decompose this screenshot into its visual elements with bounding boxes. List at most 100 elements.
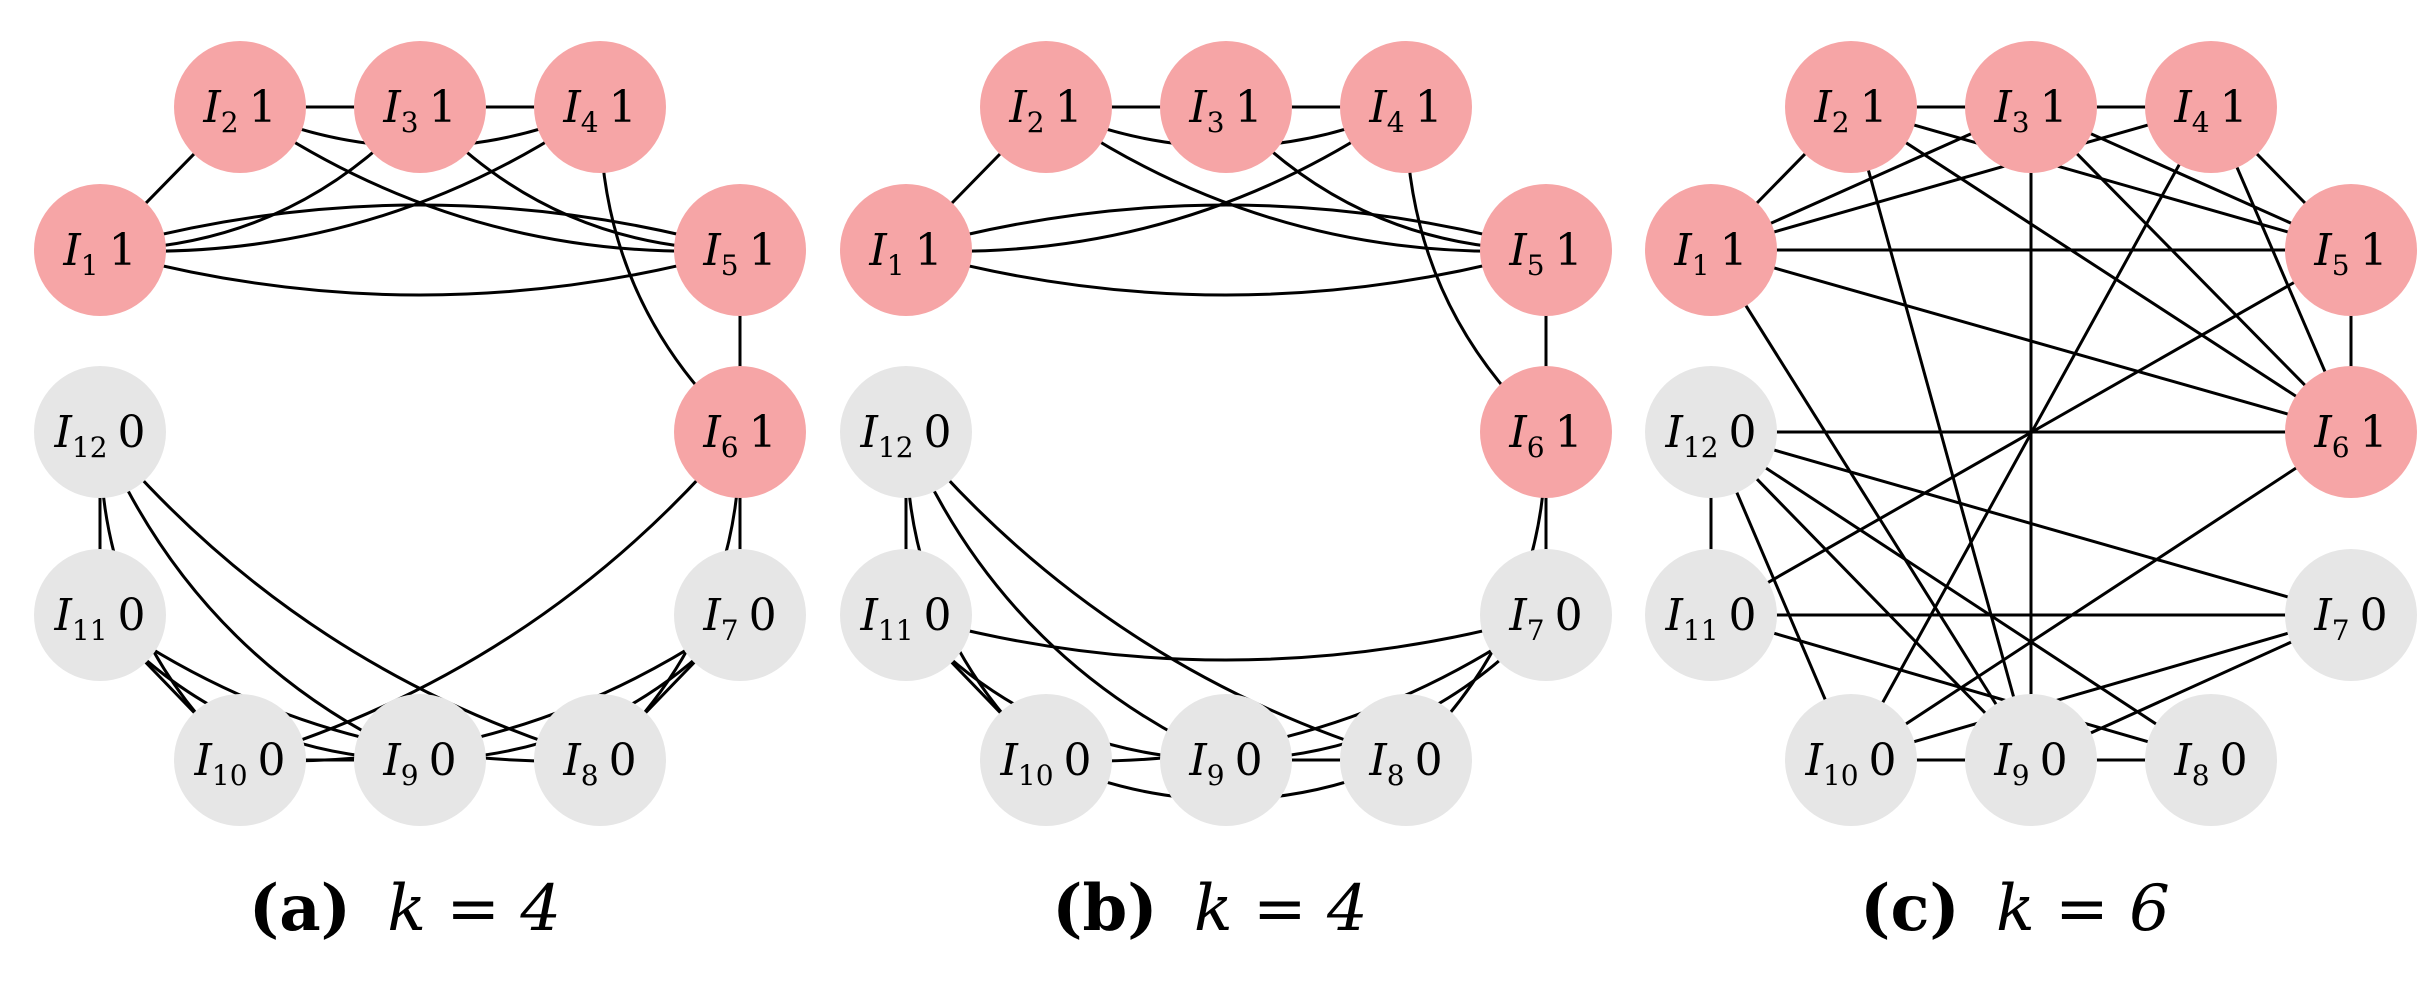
node-subscript: 2 — [1832, 106, 1850, 139]
node-value: 0 — [1869, 735, 1897, 786]
panel-c-edges — [1709, 105, 2353, 762]
node-letter: I — [382, 82, 402, 133]
panel-b-node-2-circle — [980, 41, 1112, 173]
node-subscript: 5 — [721, 249, 739, 282]
panel-b-edge-2-5 — [1045, 105, 1547, 253]
panel-c-node-8-circle — [2145, 694, 2277, 826]
node-value: 0 — [924, 407, 952, 458]
panel-a-node-11-circle — [34, 549, 166, 681]
panel-b-edge-11-7 — [905, 613, 1547, 662]
node-subscript: 4 — [1387, 106, 1405, 139]
node-letter: I — [1993, 82, 2013, 133]
node-subscript: 4 — [2192, 106, 2210, 139]
node-value: 1 — [2220, 82, 2248, 133]
node-letter: I — [1664, 407, 1684, 458]
node-value: 0 — [429, 735, 457, 786]
node-value: 0 — [2360, 590, 2388, 641]
node-subscript: 9 — [401, 759, 419, 792]
node-value: 1 — [1720, 225, 1748, 276]
panel-a-node-3-circle — [354, 41, 486, 173]
panel-b-node-11-circle — [840, 549, 972, 681]
node-subscript: 7 — [2332, 614, 2350, 647]
node-letter: I — [1508, 590, 1528, 641]
node-value: 0 — [924, 590, 952, 641]
panel-c-node-4-circle — [2145, 41, 2277, 173]
node-subscript: 3 — [2012, 106, 2030, 139]
node-value: 1 — [2360, 225, 2388, 276]
panel-a-edge-1-4 — [99, 105, 601, 253]
node-subscript: 9 — [2012, 759, 2030, 792]
panel-c-edge-2-6 — [1850, 105, 2352, 434]
node-value: 0 — [118, 407, 146, 458]
panel-c-edge-3-6 — [2029, 105, 2353, 434]
panel-a-edge-1-5 — [99, 203, 741, 252]
node-subscript: 8 — [1387, 759, 1405, 792]
panel-a-node-2-circle — [174, 41, 306, 173]
node-subscript: 4 — [581, 106, 599, 139]
panel-a-node-1-circle — [34, 184, 166, 316]
panel-b-caption: (b) k = 4 — [1052, 871, 1367, 946]
panel-c-edge-12-7 — [1710, 430, 2352, 617]
panel-a-caption: (a) k = 4 — [249, 871, 561, 946]
node-subscript: 5 — [1527, 249, 1545, 282]
node-value: 0 — [1729, 407, 1757, 458]
node-letter: I — [859, 407, 879, 458]
node-value: 0 — [1555, 590, 1583, 641]
node-letter: I — [2313, 590, 2333, 641]
node-subscript: 5 — [2332, 249, 2350, 282]
node-letter: I — [1368, 82, 1388, 133]
node-value: 1 — [1860, 82, 1888, 133]
panel-c-caption-expr: k = 6 — [1996, 872, 2170, 946]
node-value: 0 — [749, 590, 777, 641]
panel-a-edge-11-8 — [99, 613, 601, 763]
node-value: 0 — [1415, 735, 1443, 786]
node-subscript: 2 — [221, 106, 239, 139]
node-letter: I — [562, 735, 582, 786]
node-value: 1 — [429, 82, 457, 133]
panel-a-node-5-circle — [674, 184, 806, 316]
node-subscript: 10 — [212, 759, 248, 792]
node-value: 0 — [609, 735, 637, 786]
node-letter: I — [193, 735, 213, 786]
panel-c-caption: (c) k = 6 — [1860, 871, 2170, 946]
node-value: 1 — [749, 407, 777, 458]
panel-a-node-9-circle — [354, 694, 486, 826]
node-subscript: 3 — [1207, 106, 1225, 139]
panel-c-node-9-circle — [1965, 694, 2097, 826]
